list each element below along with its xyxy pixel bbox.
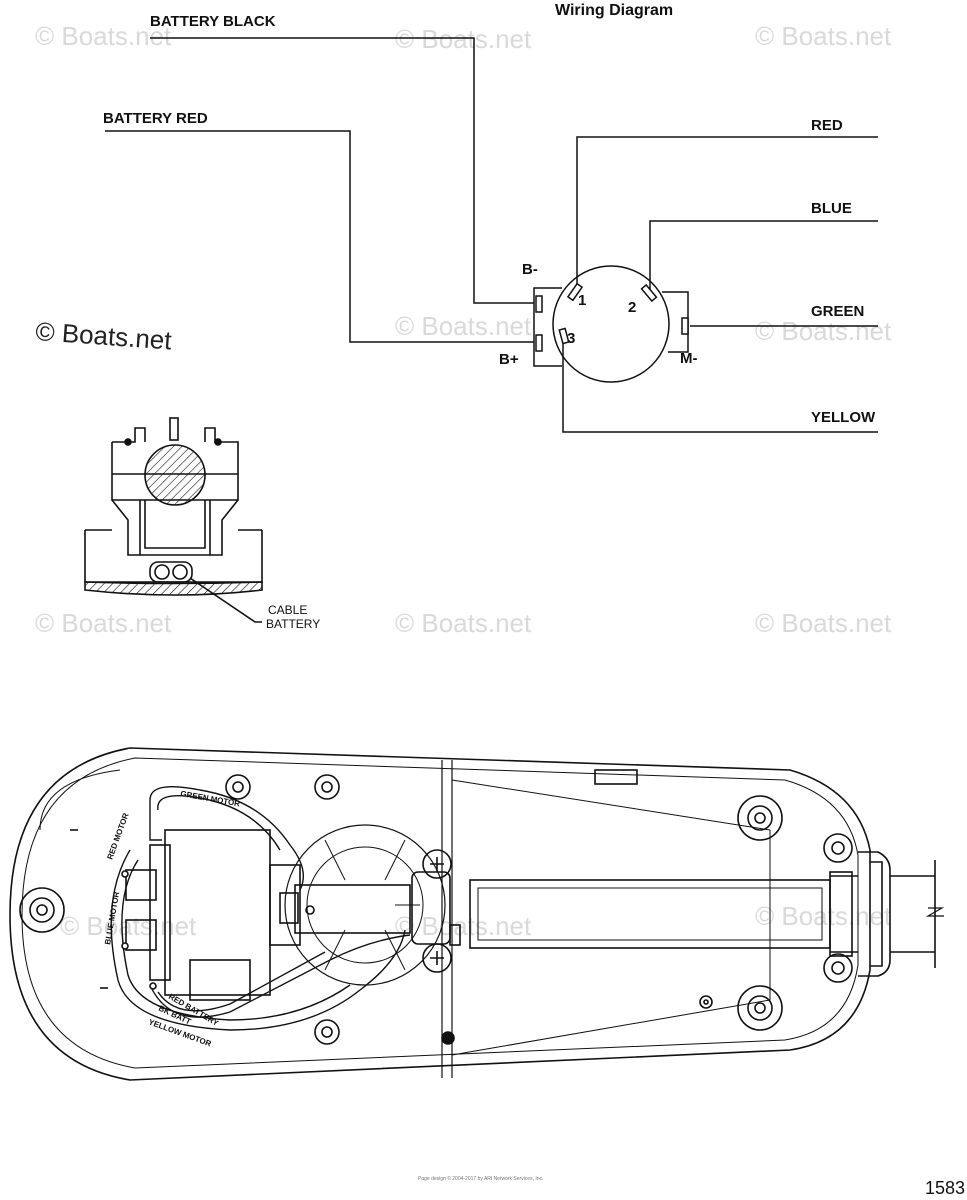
watermark: © Boats.net xyxy=(35,608,172,638)
label-pin-2: 2 xyxy=(628,299,636,316)
label-b-minus: B- xyxy=(522,261,538,278)
watermark: © Boats.net xyxy=(395,911,532,941)
watermark: © Boats.net xyxy=(395,311,532,341)
label-b-plus: B+ xyxy=(499,351,519,368)
label-red-motor: RED MOTOR xyxy=(105,812,130,861)
terminal-m-minus xyxy=(681,317,689,335)
cable-bracket-drawing xyxy=(84,417,263,623)
terminal-1 xyxy=(566,282,584,302)
label-green: GREEN xyxy=(811,303,864,320)
label-m-minus: M- xyxy=(680,350,698,367)
label-battery-black: BATTERY BLACK xyxy=(150,13,276,30)
label-pin-3: 3 xyxy=(567,330,575,347)
watermark: © Boats.net xyxy=(395,608,532,638)
label-cable: CABLE xyxy=(268,603,307,617)
watermark: © Boats.net xyxy=(35,21,172,51)
schematic-labels: BATTERY BLACK BATTERY RED RED BLUE GREEN… xyxy=(103,13,876,426)
watermark-dark: © Boats.net xyxy=(35,316,174,355)
label-blue: BLUE xyxy=(811,200,852,217)
motor-housing-drawing xyxy=(9,747,945,1081)
wire-blue xyxy=(649,220,878,290)
watermarks: © Boats.net © Boats.net © Boats.net © Bo… xyxy=(35,21,892,941)
diagram-number: 1583 xyxy=(925,1178,965,1198)
label-red: RED xyxy=(811,117,843,134)
terminal-b-minus xyxy=(535,295,543,313)
label-battery-red: BATTERY RED xyxy=(103,110,208,127)
watermark: © Boats.net xyxy=(755,21,892,51)
watermark: © Boats.net xyxy=(755,901,892,931)
wire-battery-red xyxy=(105,130,534,343)
switch-body xyxy=(552,265,670,383)
label-battery: BATTERY xyxy=(266,617,320,631)
watermark: © Boats.net xyxy=(395,24,532,54)
watermark: © Boats.net xyxy=(755,608,892,638)
label-pin-1: 1 xyxy=(578,292,586,309)
diagram-title: Wiring Diagram xyxy=(555,2,673,19)
wire-battery-black xyxy=(150,37,534,304)
wiring-schematic xyxy=(105,37,878,433)
label-yellow: YELLOW xyxy=(811,409,876,426)
wire-red xyxy=(576,136,878,285)
copyright-footer: Page design © 2004-2017 by ARI Network S… xyxy=(418,1175,543,1182)
terminal-2 xyxy=(640,283,658,303)
watermark: © Boats.net xyxy=(60,911,197,941)
terminal-3 xyxy=(558,327,570,345)
terminal-b-plus xyxy=(535,334,543,352)
watermark: © Boats.net xyxy=(755,316,892,346)
switch-left-flange xyxy=(533,287,562,367)
